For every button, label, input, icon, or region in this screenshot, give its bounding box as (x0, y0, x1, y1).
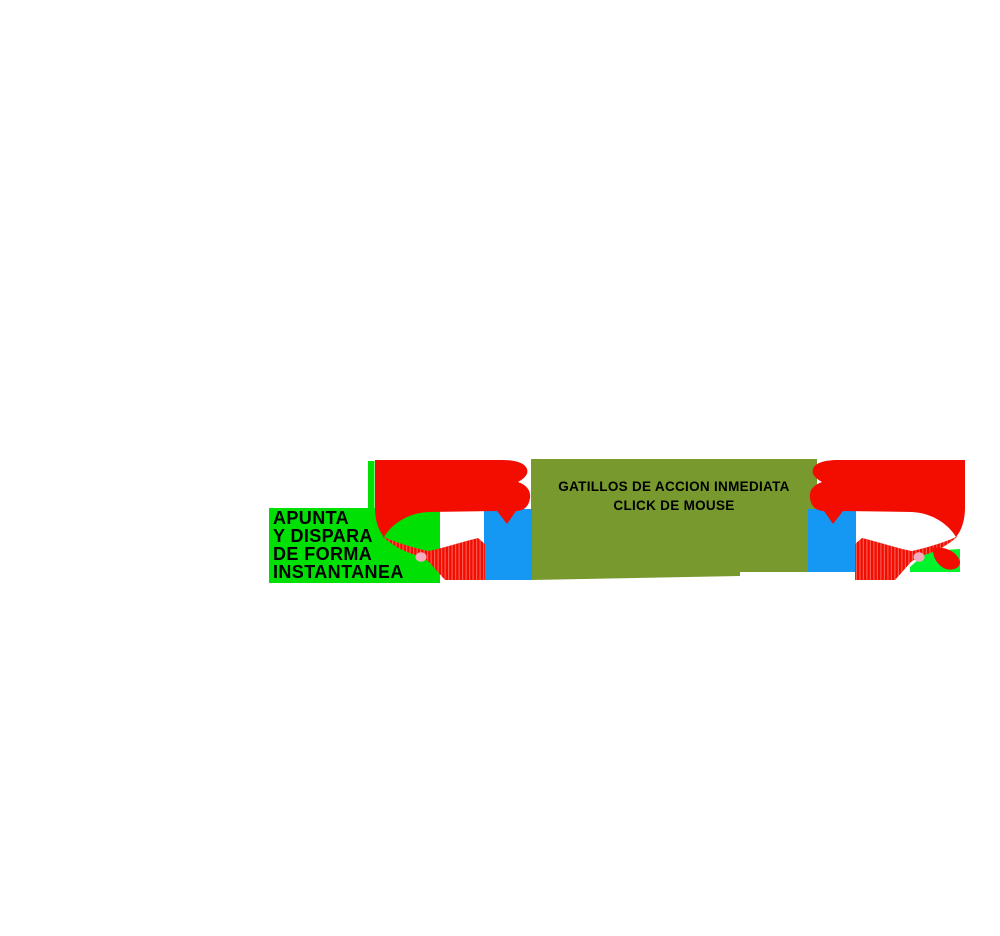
caption-background (269, 508, 440, 583)
pinky-lobe-shape (932, 547, 960, 570)
caption-line-1: APUNTA (273, 508, 350, 528)
green-flash-strip (368, 461, 375, 511)
caption-line-2: Y DISPARA (273, 526, 373, 546)
banner-line-1: GATILLOS DE ACCION INMEDIATA (558, 479, 790, 494)
caption-line-4: INSTANTANEA (273, 562, 404, 582)
banner-line-2: CLICK DE MOUSE (613, 498, 735, 513)
banner-plate (531, 459, 817, 580)
caption-line-3: DE FORMA (273, 544, 373, 564)
left-caption: APUNTA Y DISPARA DE FORMA INSTANTANEA (269, 506, 440, 583)
banner-text: GATILLOS DE ACCION INMEDIATA CLICK DE MO… (531, 477, 817, 515)
